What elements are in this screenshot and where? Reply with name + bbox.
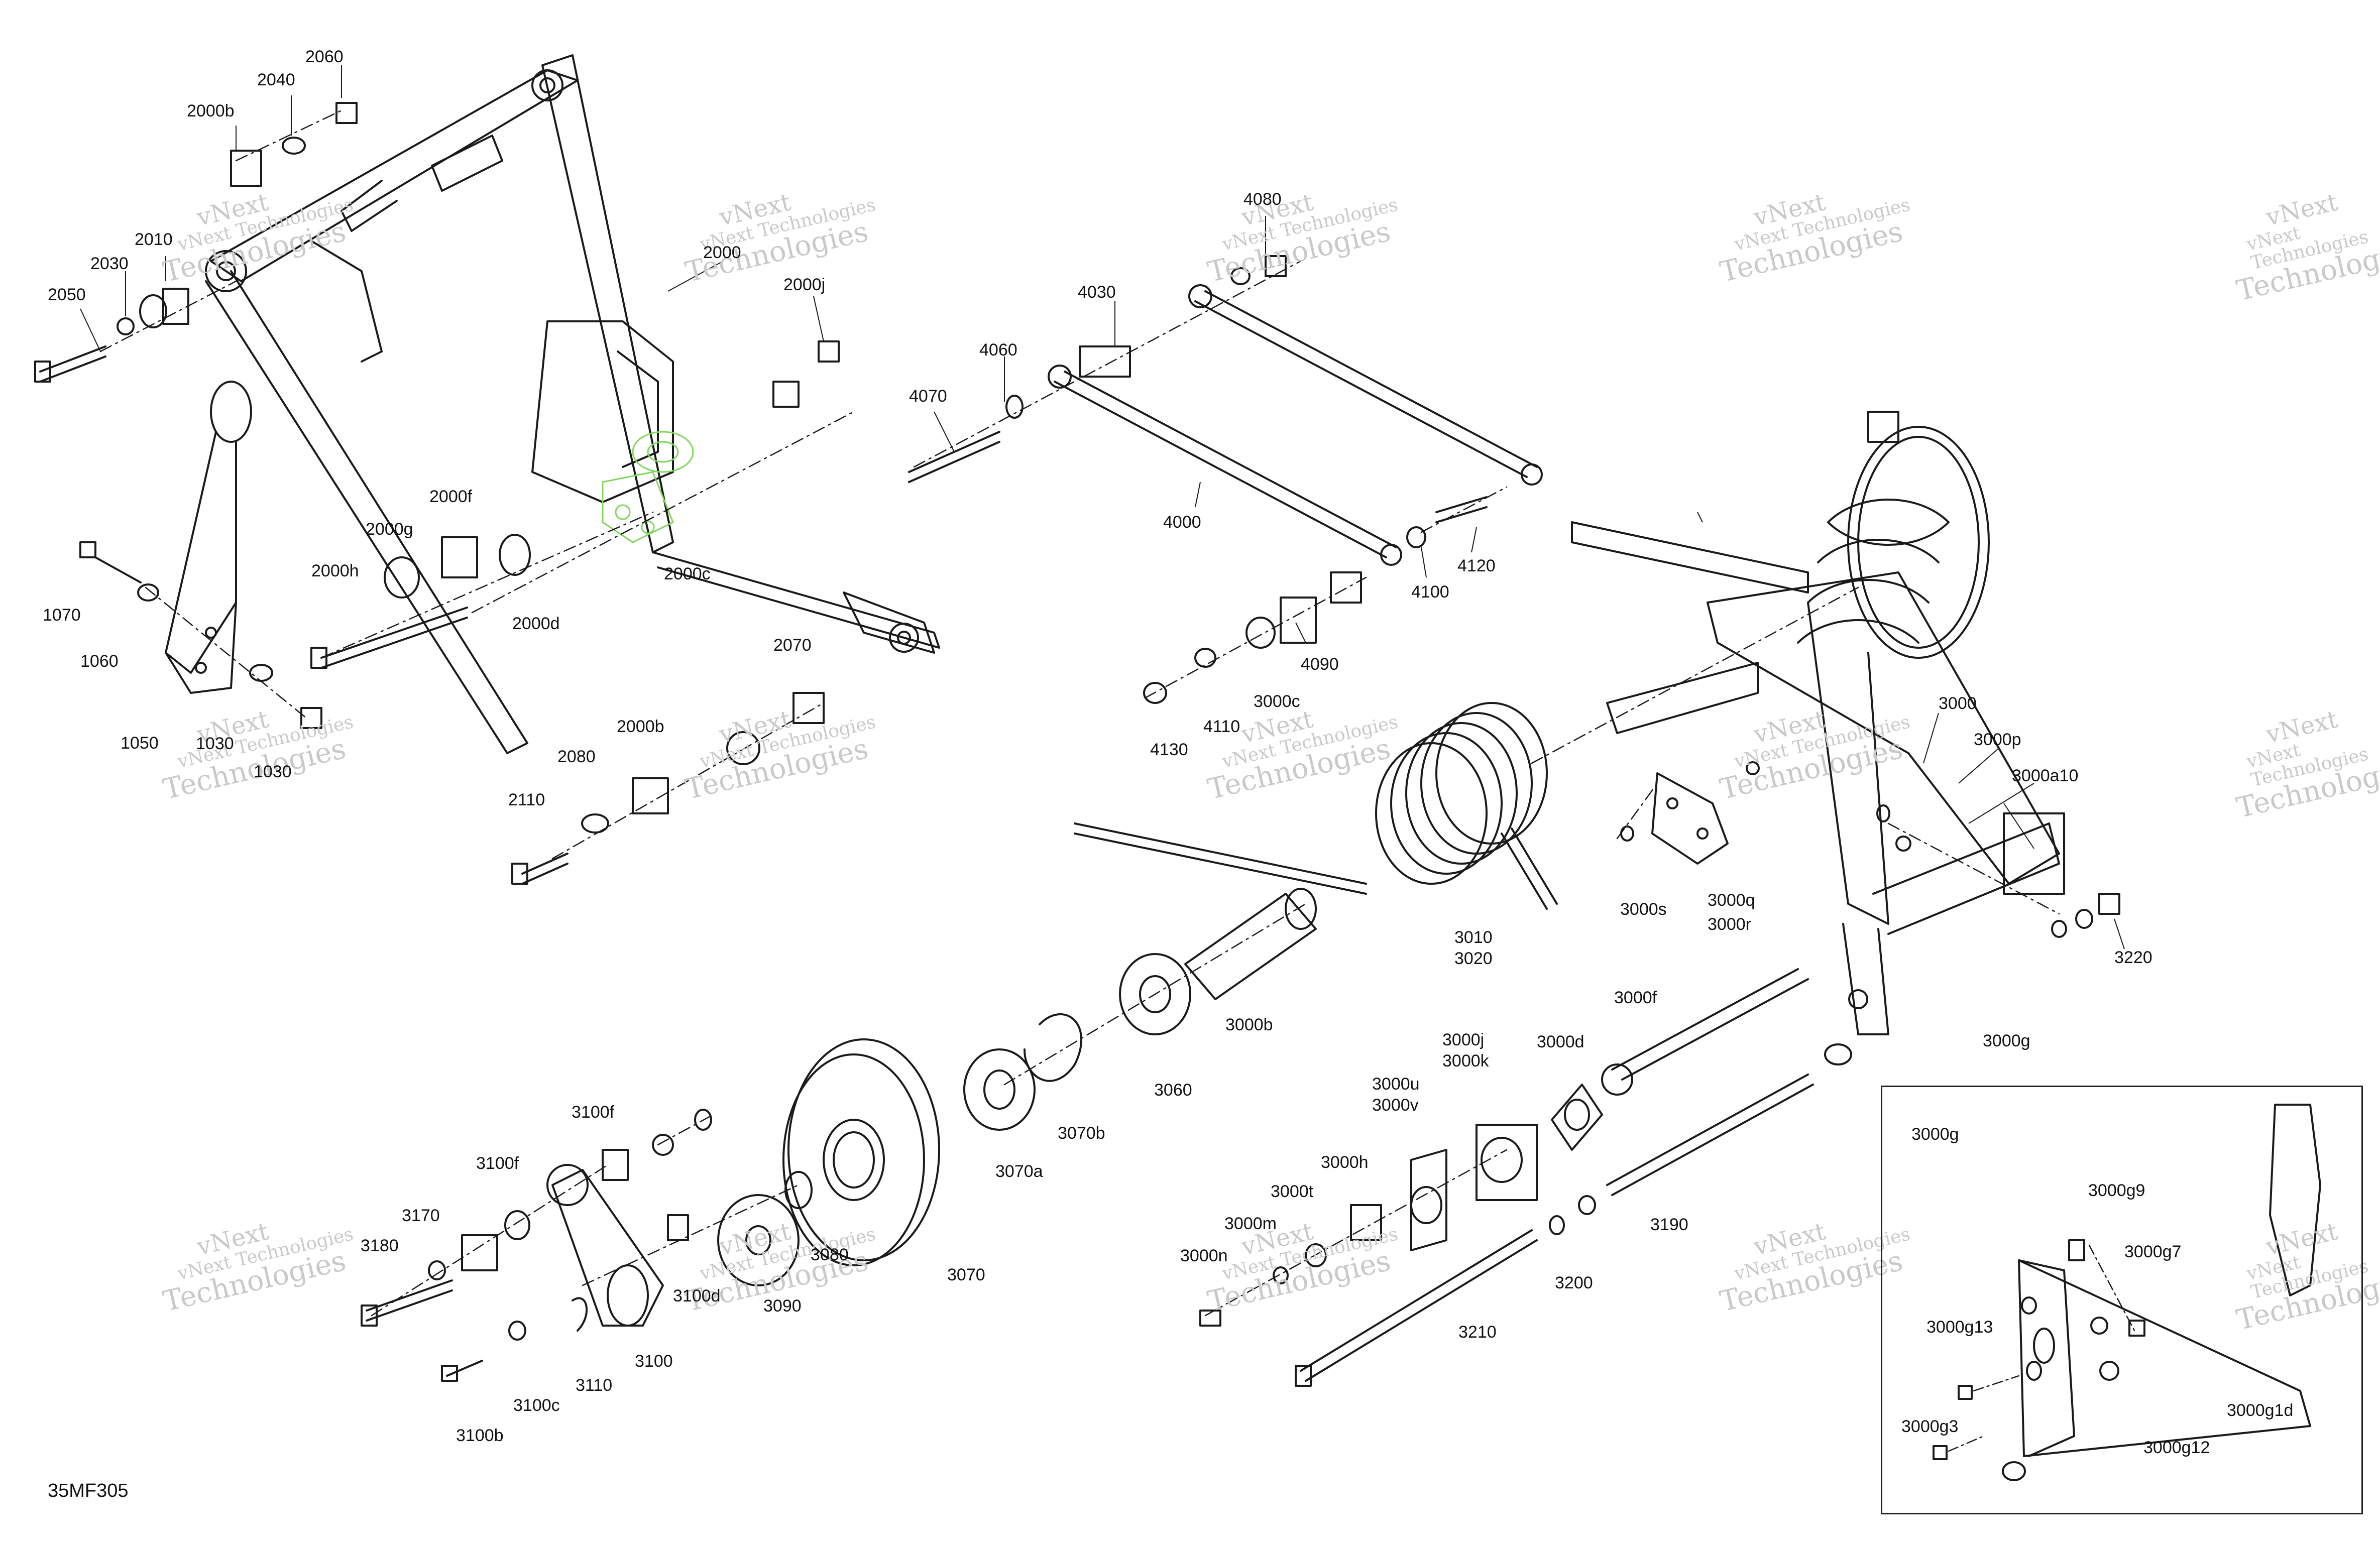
shafts-3190-3210 bbox=[1199, 968, 1814, 1387]
part-label-4130[interactable]: 4130 bbox=[1150, 740, 1188, 759]
part-label-3000f[interactable]: 3000f bbox=[1614, 988, 1657, 1007]
part-label-3110[interactable]: 3110 bbox=[576, 1376, 613, 1395]
part-label-3000u[interactable]: 3000u bbox=[1372, 1075, 1420, 1094]
part-label-3220[interactable]: 3220 bbox=[2114, 948, 2152, 967]
part-label-3180[interactable]: 3180 bbox=[361, 1236, 399, 1255]
part-label-3000g13[interactable]: 3000g13 bbox=[1926, 1318, 1993, 1337]
part-label-2030[interactable]: 2030 bbox=[90, 254, 129, 273]
part-label-4030[interactable]: 4030 bbox=[1078, 283, 1116, 302]
part-label-2000d[interactable]: 2000d bbox=[512, 614, 560, 633]
part-label-3100c[interactable]: 3100c bbox=[513, 1396, 560, 1415]
part-label-4070[interactable]: 4070 bbox=[909, 387, 947, 406]
part-label-1050[interactable]: 1050 bbox=[121, 734, 159, 753]
part-label-3000c[interactable]: 3000c bbox=[1254, 692, 1300, 711]
part-label-3200[interactable]: 3200 bbox=[1555, 1273, 1593, 1292]
part-label-2000g[interactable]: 2000g bbox=[366, 520, 413, 539]
part-label-3000g12[interactable]: 3000g12 bbox=[2143, 1438, 2210, 1457]
detail-inset bbox=[1881, 1086, 2363, 1514]
part-label-2000f[interactable]: 2000f bbox=[429, 487, 473, 506]
part-label-3070a[interactable]: 3070a bbox=[995, 1162, 1043, 1181]
part-label-3170[interactable]: 3170 bbox=[402, 1206, 440, 1225]
part-label-3010[interactable]: 3010 bbox=[1454, 928, 1493, 947]
part-label-3100b[interactable]: 3100b bbox=[456, 1426, 504, 1445]
part-label-3000k[interactable]: 3000k bbox=[1442, 1051, 1489, 1071]
part-label-3000t[interactable]: 3000t bbox=[1271, 1182, 1314, 1201]
part-label-3000a10[interactable]: 3000a10 bbox=[2012, 766, 2079, 785]
rods-4000 bbox=[908, 255, 1543, 704]
sprocket-3070 bbox=[717, 1038, 940, 1286]
part-label-3070b[interactable]: 3070b bbox=[1058, 1124, 1105, 1143]
part-label-4000[interactable]: 4000 bbox=[1163, 513, 1201, 532]
part-label-3000g7[interactable]: 3000g7 bbox=[2124, 1242, 2182, 1261]
part-label-3000[interactable]: 3000 bbox=[1939, 694, 1977, 713]
lever-3100 bbox=[361, 1109, 712, 1382]
part-label-3000j[interactable]: 3000j bbox=[1442, 1030, 1485, 1049]
inset-title: 3000g bbox=[1911, 1125, 1959, 1144]
part-label-3100d[interactable]: 3100d bbox=[673, 1286, 721, 1305]
part-label-3000p[interactable]: 3000p bbox=[1974, 730, 2021, 749]
part-label-3020[interactable]: 3020 bbox=[1454, 949, 1493, 968]
part-label-2000j[interactable]: 2000j bbox=[783, 275, 826, 294]
hardware-3000 bbox=[1620, 761, 2120, 938]
part-label-3000r[interactable]: 3000r bbox=[1708, 915, 1751, 934]
part-label-2110[interactable]: 2110 bbox=[508, 790, 545, 809]
part-label-3060[interactable]: 3060 bbox=[1154, 1081, 1192, 1100]
hardware-left bbox=[34, 102, 840, 885]
part-label-3070[interactable]: 3070 bbox=[947, 1265, 985, 1284]
part-label-3100f[interactable]: 3100f bbox=[476, 1154, 519, 1173]
part-label-3100f-top[interactable]: 3100f bbox=[572, 1103, 615, 1122]
part-label-2000[interactable]: 2000 bbox=[703, 243, 741, 262]
torsion-assembly-3000 bbox=[1571, 411, 2065, 1065]
part-label-3000h[interactable]: 3000h bbox=[1321, 1153, 1369, 1172]
part-label-3000d[interactable]: 3000d bbox=[1537, 1032, 1584, 1051]
part-label-2050[interactable]: 2050 bbox=[48, 285, 86, 304]
part-label-3000q[interactable]: 3000q bbox=[1708, 891, 1755, 910]
part-label-2080[interactable]: 2080 bbox=[557, 747, 596, 766]
part-label-2070[interactable]: 2070 bbox=[773, 636, 812, 655]
part-label-1030b[interactable]: 1030 bbox=[254, 762, 292, 781]
highlighted-bushing-2000c bbox=[602, 431, 694, 543]
part-label-2060[interactable]: 2060 bbox=[305, 47, 344, 66]
pedal-bracket-1050 bbox=[165, 381, 252, 694]
part-label-3000b[interactable]: 3000b bbox=[1225, 1015, 1273, 1034]
part-label-2000b[interactable]: 2000b bbox=[187, 101, 235, 121]
part-label-4100[interactable]: 4100 bbox=[1411, 582, 1449, 602]
part-label-4120[interactable]: 4120 bbox=[1457, 556, 1496, 575]
upper-arm-assembly bbox=[205, 54, 940, 765]
part-label-3000v[interactable]: 3000v bbox=[1372, 1096, 1419, 1115]
part-label-2010[interactable]: 2010 bbox=[135, 230, 173, 249]
part-label-3000g1d[interactable]: 3000g1d bbox=[2227, 1401, 2294, 1420]
part-label-3000m[interactable]: 3000m bbox=[1224, 1214, 1277, 1233]
torsion-spring-3010 bbox=[1074, 702, 1558, 910]
part-label-3210[interactable]: 3210 bbox=[1458, 1323, 1497, 1342]
part-label-2000b-lower[interactable]: 2000b bbox=[617, 717, 664, 736]
leader-lines bbox=[80, 65, 2125, 949]
sleeve-3000b bbox=[963, 888, 1317, 1131]
part-label-1070[interactable]: 1070 bbox=[43, 606, 81, 625]
part-label-1060[interactable]: 1060 bbox=[80, 652, 119, 671]
part-label-3080[interactable]: 3080 bbox=[811, 1245, 849, 1264]
part-label-4060[interactable]: 4060 bbox=[979, 340, 1017, 360]
part-label-3090[interactable]: 3090 bbox=[763, 1296, 802, 1316]
part-label-4090[interactable]: 4090 bbox=[1301, 655, 1339, 674]
part-label-2000h[interactable]: 2000h bbox=[311, 561, 359, 580]
part-label-3000g[interactable]: 3000g bbox=[1983, 1031, 2030, 1050]
explode-lines bbox=[99, 109, 2060, 1317]
part-label-3190[interactable]: 3190 bbox=[1650, 1215, 1688, 1234]
part-label-3000g9[interactable]: 3000g9 bbox=[2088, 1181, 2145, 1200]
part-label-2040[interactable]: 2040 bbox=[257, 70, 295, 89]
part-label-1030[interactable]: 1030 bbox=[196, 734, 234, 753]
diagram-code: 35MF305 bbox=[48, 1480, 129, 1501]
part-label-4110[interactable]: 4110 bbox=[1203, 717, 1240, 736]
part-label-3000n[interactable]: 3000n bbox=[1180, 1246, 1228, 1265]
part-label-2000c[interactable]: 2000c bbox=[664, 564, 711, 583]
part-label-3000s[interactable]: 3000s bbox=[1620, 900, 1667, 919]
inset-bracket-3000g bbox=[1933, 1104, 2321, 1481]
part-label-4080[interactable]: 4080 bbox=[1243, 190, 1282, 209]
part-label-3100[interactable]: 3100 bbox=[635, 1352, 673, 1371]
part-label-3000g3[interactable]: 3000g3 bbox=[1901, 1417, 1959, 1436]
